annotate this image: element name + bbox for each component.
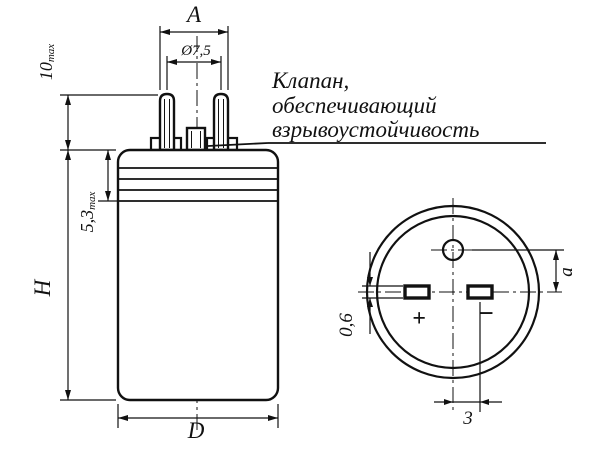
dim-pin-height: 10max — [36, 44, 158, 151]
dim-valve-offset: a — [472, 249, 577, 292]
terminal-positive — [403, 284, 431, 300]
dim-crimp-depth-label: 5,3max — [77, 191, 98, 232]
minus-label: − — [478, 298, 494, 328]
case-outer-circle — [365, 204, 541, 380]
plus-label: + — [412, 306, 426, 332]
dim-pin-diameter-label: Ø7,5 — [180, 43, 211, 59]
dim-crimp-depth: 5,3max — [77, 150, 118, 232]
dim-pin-diameter: Ø7,5 — [166, 43, 222, 90]
dim-terminal-thickness: 0,6 — [336, 252, 403, 337]
bottom-view: + − a 0,6 3 — [336, 198, 577, 429]
dim-pin-height-label: 10max — [36, 44, 57, 80]
annotation-leader-line — [207, 142, 269, 147]
annotation-line-1: Клапан, — [271, 68, 349, 93]
crimp-lines — [118, 167, 278, 202]
dim-case-diameter: D — [117, 404, 279, 443]
pin-right — [212, 92, 230, 152]
terminal-negative — [466, 284, 494, 300]
vent-valve — [185, 126, 207, 152]
capacitor-body — [116, 148, 280, 402]
annotation-line-2: обеспечивающий — [272, 93, 437, 118]
case-inner-circle — [375, 214, 531, 370]
dim-center-to-terminal-label: 3 — [462, 408, 473, 429]
valve-annotation: Клапан, обеспечивающий взрывоустойчивост… — [207, 68, 546, 147]
dim-case-height-label: H — [30, 278, 55, 297]
dim-A: A — [159, 2, 229, 90]
valve-circle — [441, 238, 465, 262]
dim-valve-offset-label: a — [556, 267, 577, 277]
dim-terminal-thickness-label: 0,6 — [336, 313, 357, 337]
pin-left — [158, 92, 176, 152]
side-view: A Ø7,5 10max 5,3max — [30, 2, 546, 443]
dim-A-label: A — [185, 2, 202, 27]
dim-case-diameter-label: D — [187, 418, 205, 443]
dim-center-to-terminal: 3 — [434, 302, 502, 429]
dim-case-height: H — [30, 150, 116, 401]
annotation-line-3: взрывоустойчивость — [272, 117, 479, 142]
